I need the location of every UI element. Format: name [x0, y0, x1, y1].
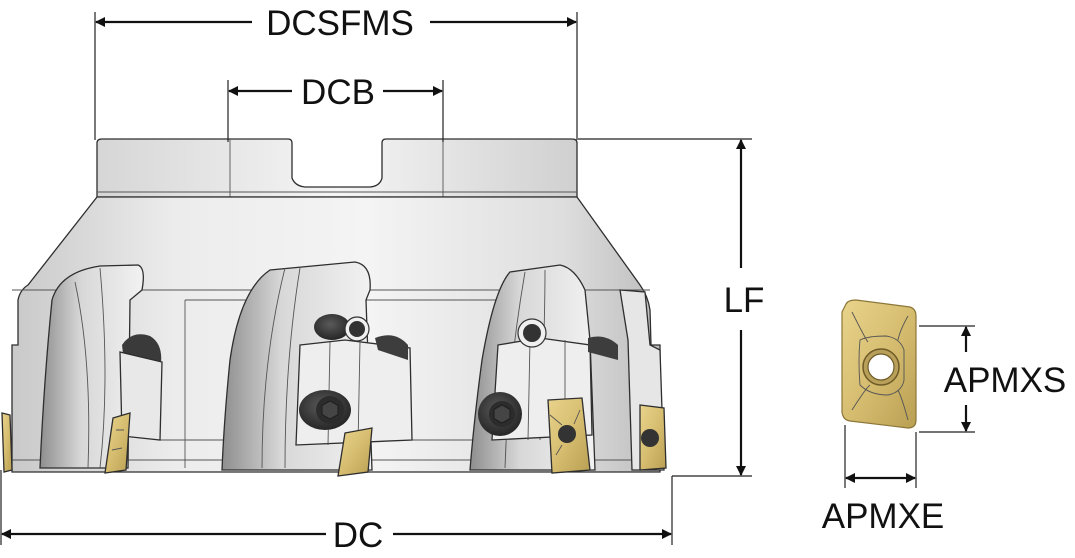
insert-detail [841, 299, 917, 429]
insert-middle [337, 427, 373, 477]
dimension-dcsfms: DCSFMS [94, 4, 578, 140]
hub [96, 138, 578, 198]
wedge-screw [314, 314, 350, 340]
insert-left [104, 412, 131, 474]
label-apmxs: APMXS [944, 361, 1067, 400]
label-dc: DC [333, 516, 384, 555]
dimension-lf: LF [578, 138, 765, 477]
label-dcsfms: DCSFMS [266, 4, 414, 43]
label-lf: LF [724, 281, 765, 320]
dimension-apmxs: APMXS [919, 325, 1067, 433]
insert-left-edge [1, 412, 13, 473]
label-apmxe: APMXE [822, 497, 945, 536]
dimension-apmxe: APMXE [822, 425, 945, 536]
dimension-dcb: DCB [227, 73, 444, 142]
torx-screw-icon [523, 324, 541, 342]
label-dcb: DCB [301, 73, 375, 112]
dimension-dc: DC [0, 470, 673, 555]
inserts [1, 397, 667, 477]
torx-screw-icon [349, 321, 365, 337]
flute-middle [221, 261, 413, 471]
